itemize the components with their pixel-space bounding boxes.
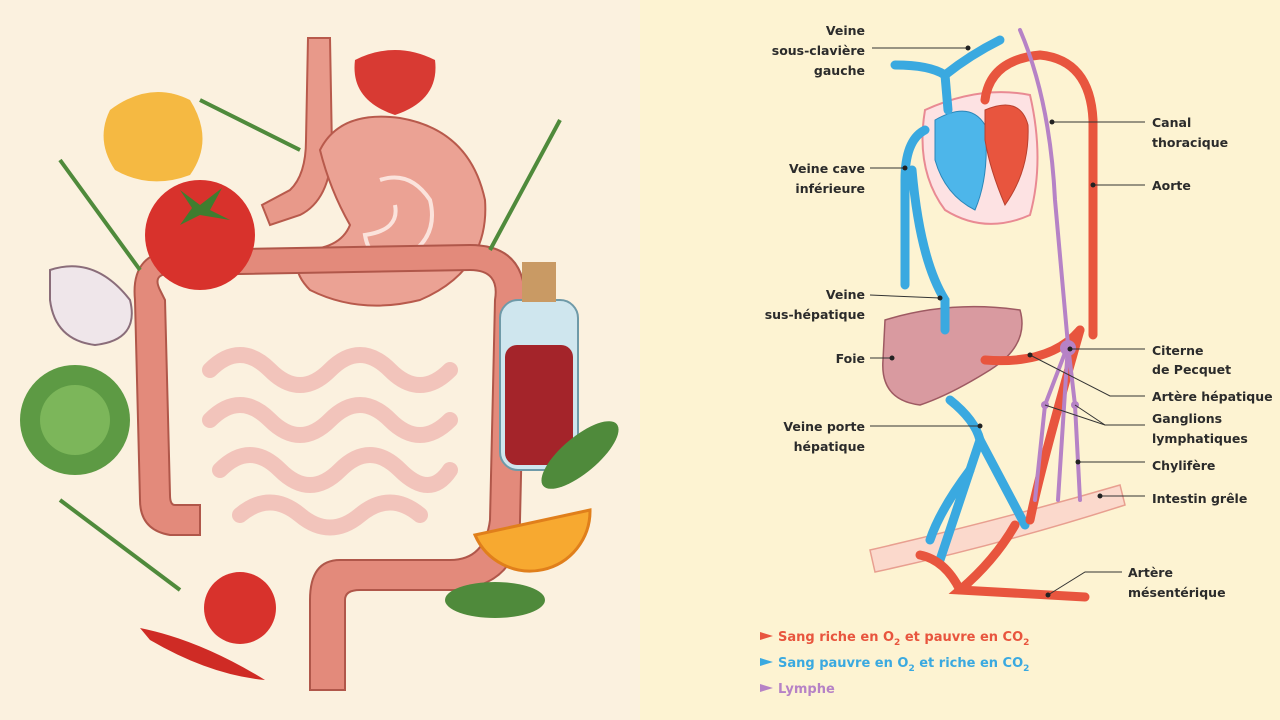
veines xyxy=(890,35,1030,565)
legend: Sang riche en O2 et pauvre en CO2 Sang p… xyxy=(760,630,1029,697)
legend-item-lymph: Lymphe xyxy=(760,682,835,697)
foie-shape xyxy=(882,305,1023,406)
arrow-icon xyxy=(760,684,773,692)
herbs xyxy=(58,98,562,592)
label-intestin-grele: Intestin grêle xyxy=(1152,491,1247,506)
basil-leaf xyxy=(445,582,545,618)
strawberry xyxy=(354,50,436,115)
svg-text:Sang riche en O2 et pauvre en: Sang riche en O2 et pauvre en CO2 xyxy=(778,630,1029,648)
intestin-grele xyxy=(869,484,1126,573)
leaf xyxy=(541,421,619,489)
label-foie: Foie xyxy=(836,351,865,366)
yellow-pepper xyxy=(103,92,203,182)
chili xyxy=(140,628,265,680)
garlic xyxy=(49,265,133,347)
small-tomato xyxy=(204,572,276,644)
digestive-illustration xyxy=(0,0,640,720)
arrow-icon xyxy=(760,632,773,640)
arrow-icon xyxy=(760,658,773,666)
label-chylifere: Chylifère xyxy=(1152,458,1215,473)
label-aorte: Aorte xyxy=(1152,178,1191,193)
tomato xyxy=(145,180,255,290)
svg-text:Sang pauvre en O2 et riche en: Sang pauvre en O2 et riche en CO2 xyxy=(778,656,1029,674)
svg-text:Lymphe: Lymphe xyxy=(778,682,835,697)
label-artere-hepatique: Artère hépatique xyxy=(1152,389,1273,404)
small-intestine xyxy=(202,347,458,536)
legend-item-oxygenated: Sang riche en O2 et pauvre en CO2 xyxy=(760,630,1029,648)
orange-slice xyxy=(472,508,592,573)
legend-item-deoxygenated: Sang pauvre en O2 et riche en CO2 xyxy=(760,656,1029,674)
